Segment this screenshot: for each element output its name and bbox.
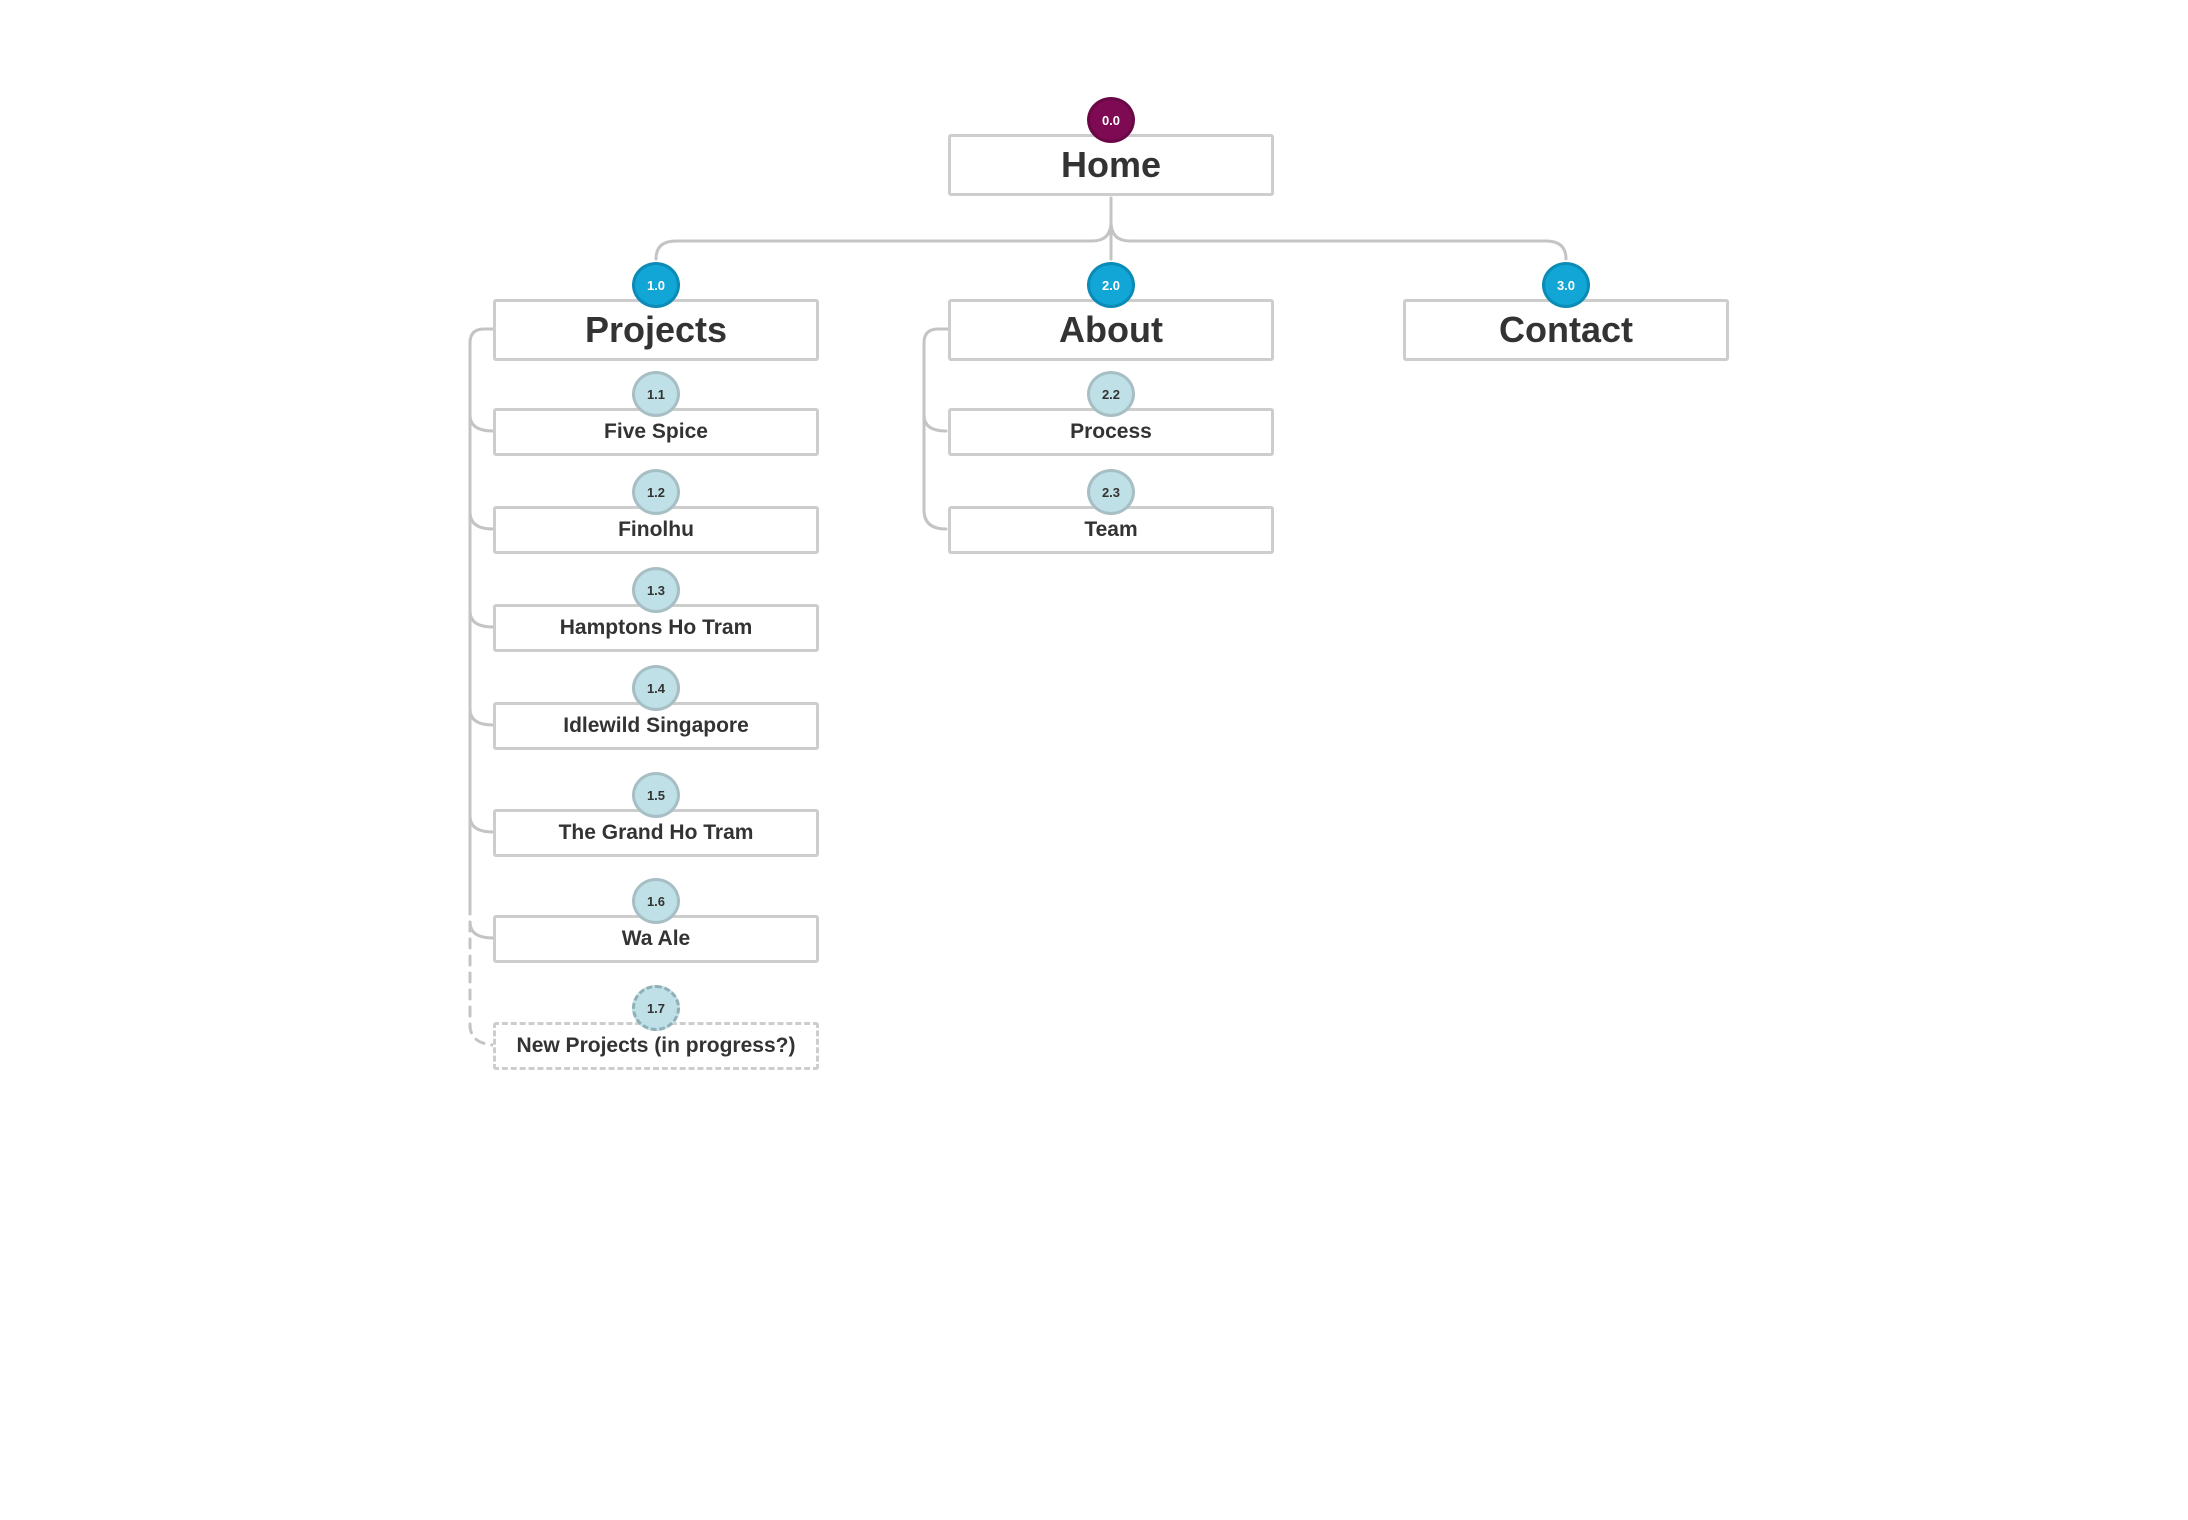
- node-contact: Contact: [1403, 299, 1729, 361]
- node-projects: Projects: [493, 299, 819, 361]
- badge-new-projects: 1.7: [632, 985, 680, 1031]
- badge-process: 2.2: [1087, 371, 1135, 417]
- node-about: About: [948, 299, 1274, 361]
- node-five-spice-label: Five Spice: [604, 420, 708, 443]
- node-finolhu: Finolhu: [493, 506, 819, 554]
- node-finolhu-label: Finolhu: [618, 518, 694, 541]
- node-contact-label: Contact: [1499, 309, 1633, 350]
- badge-hamptons-ho-tram: 1.3: [632, 567, 680, 613]
- badge-five-spice: 1.1: [632, 371, 680, 417]
- node-team-label: Team: [1084, 518, 1138, 541]
- badge-home: 0.0: [1087, 97, 1135, 143]
- badge-projects: 1.0: [632, 262, 680, 308]
- badge-wa-ale: 1.6: [632, 878, 680, 924]
- badge-finolhu: 1.2: [632, 469, 680, 515]
- badge-contact: 3.0: [1542, 262, 1590, 308]
- node-idlewild-singapore-label: Idlewild Singapore: [563, 714, 749, 737]
- node-home-label: Home: [1060, 144, 1162, 185]
- node-new-projects-label: New Projects (in progress?): [516, 1034, 796, 1057]
- node-the-grand-ho-tram-label: The Grand Ho Tram: [558, 821, 754, 844]
- badge-the-grand-ho-tram: 1.5: [632, 772, 680, 818]
- node-about-label: About: [1059, 309, 1163, 350]
- node-hamptons-ho-tram-label: Hamptons Ho Tram: [559, 616, 753, 639]
- node-home: Home: [948, 134, 1274, 196]
- node-wa-ale-label: Wa Ale: [621, 927, 691, 950]
- node-process-label: Process: [1070, 420, 1152, 443]
- node-projects-label: Projects: [584, 309, 728, 350]
- badge-idlewild-singapore: 1.4: [632, 665, 680, 711]
- badge-team: 2.3: [1087, 469, 1135, 515]
- badge-about: 2.0: [1087, 262, 1135, 308]
